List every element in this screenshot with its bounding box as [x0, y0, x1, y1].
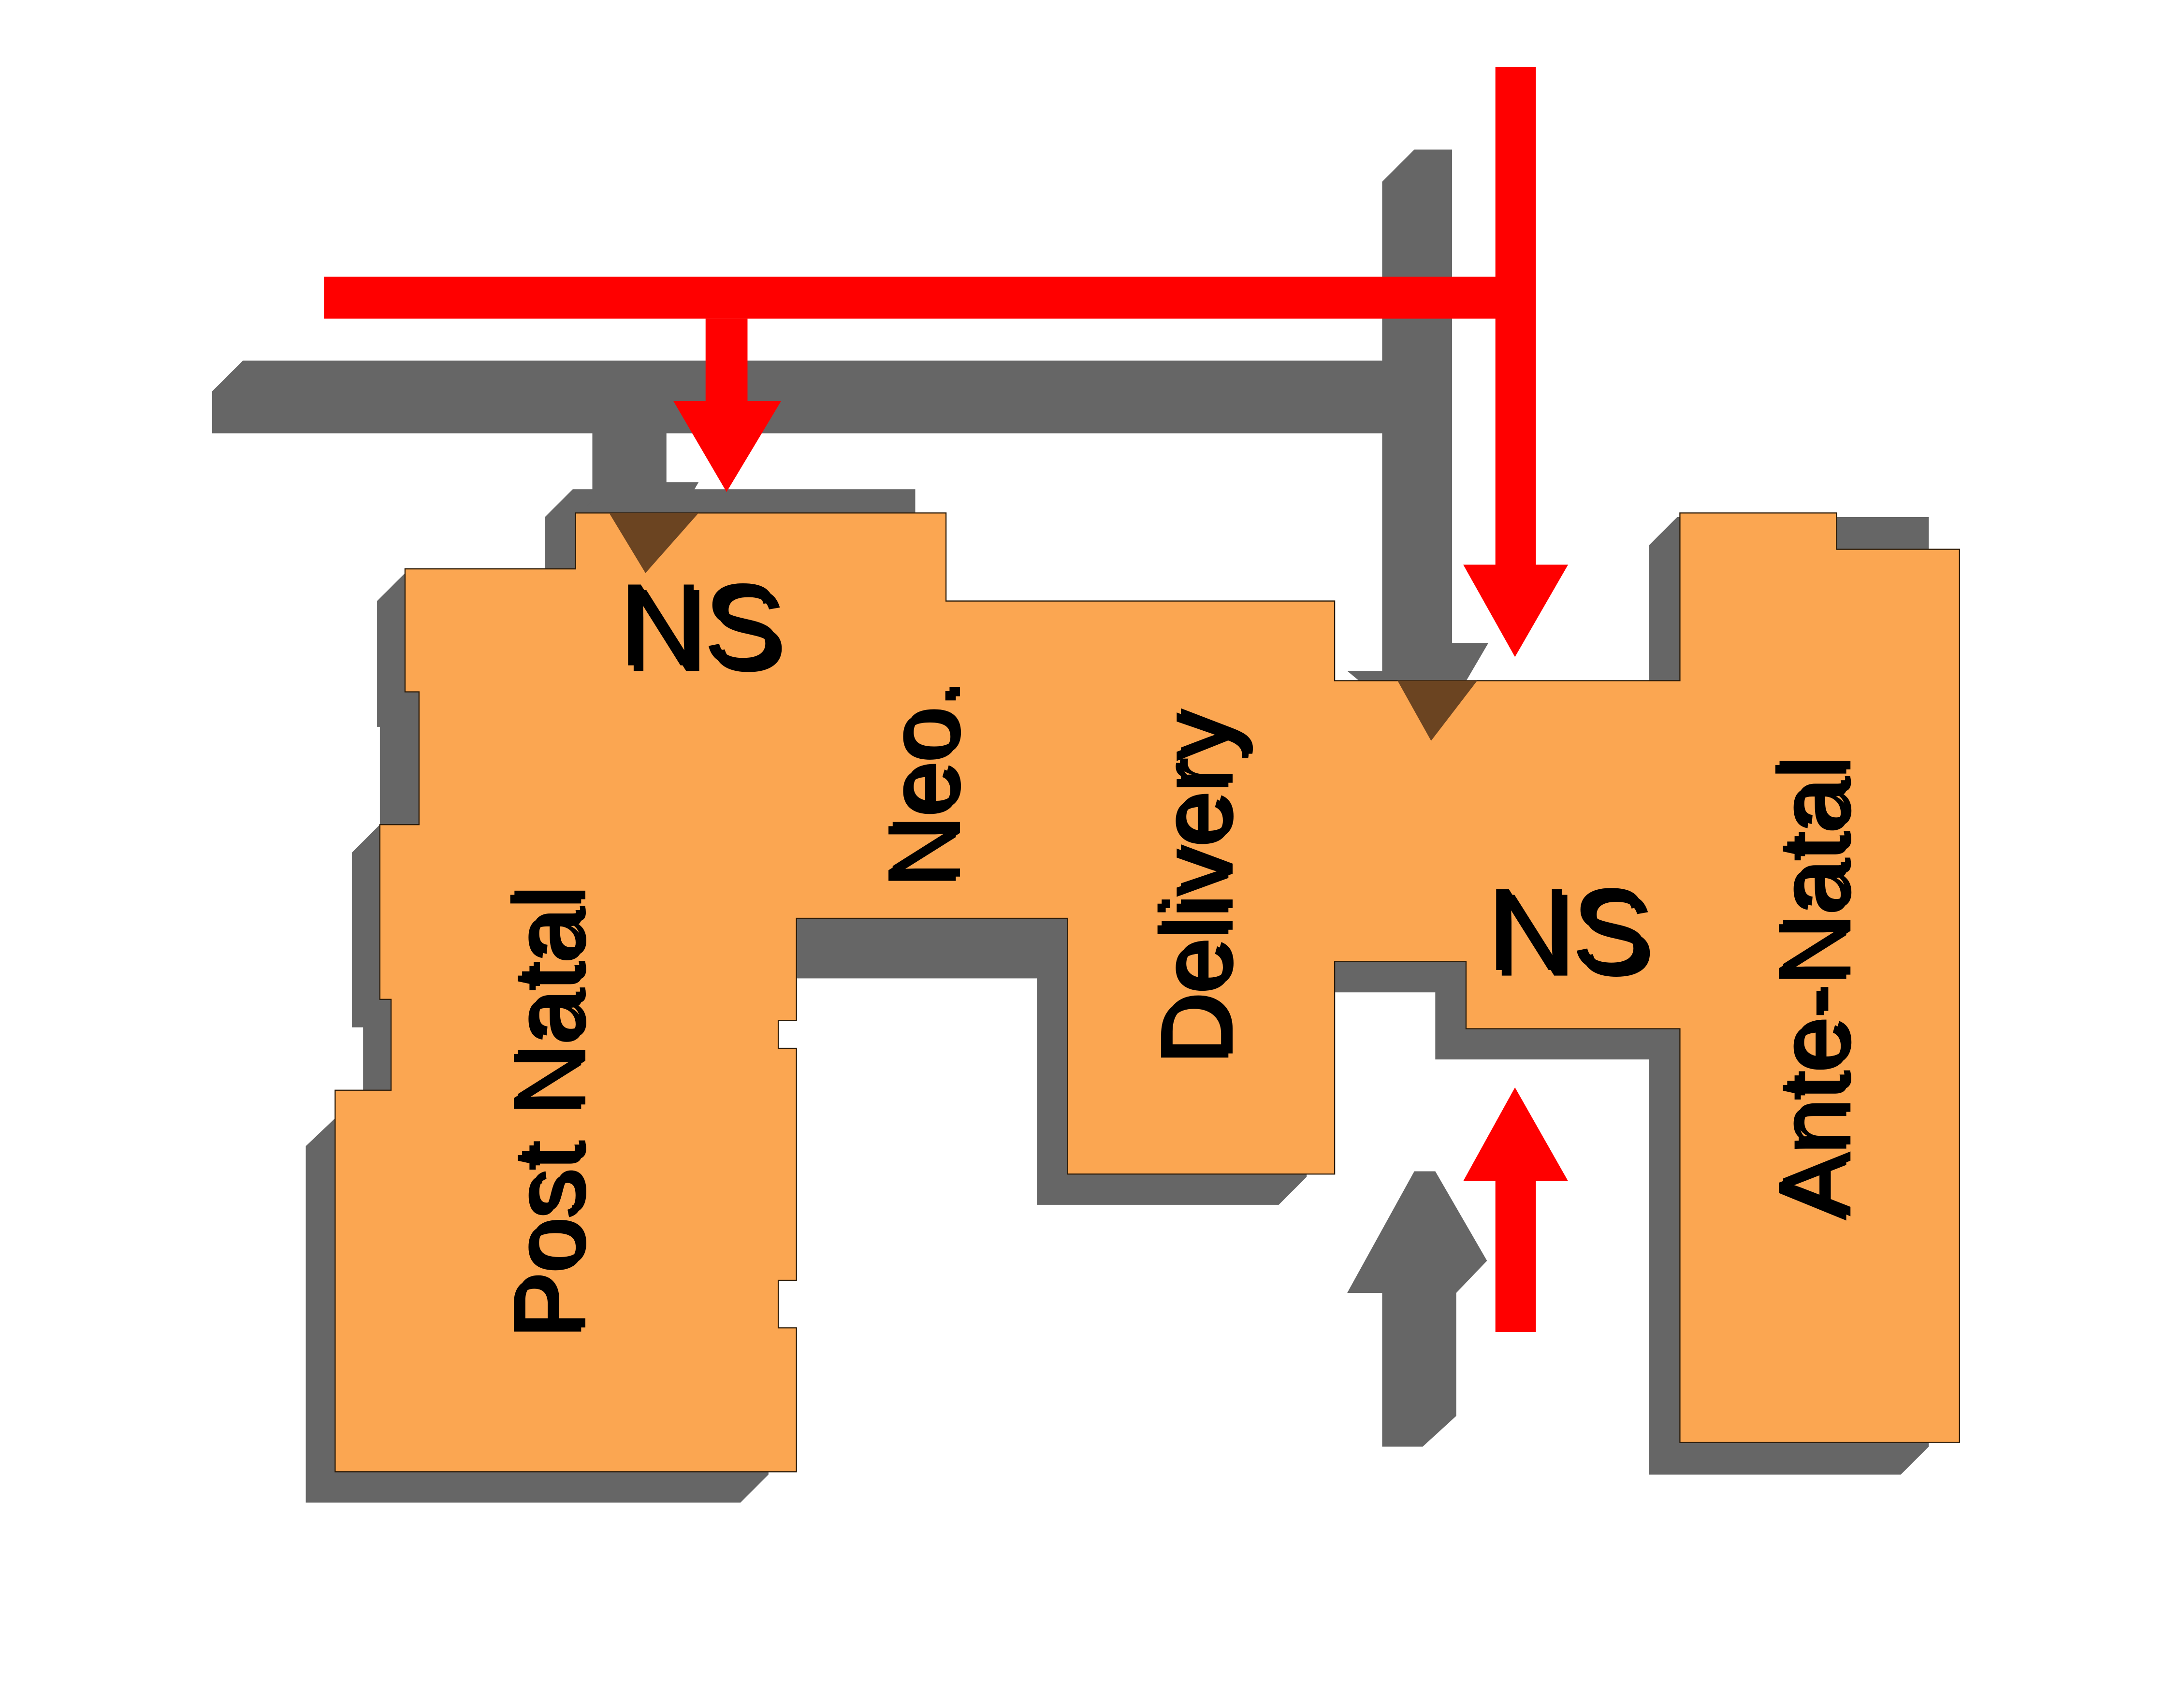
red-arrow-vertical-right [1463, 67, 1569, 657]
delivery-label-shadow: Delivery [1144, 708, 1253, 1061]
overlap-wedge-right [1397, 680, 1478, 741]
neo-label-shadow: Neo. [872, 678, 981, 885]
ns-label-bottom: NS NS [1486, 864, 1655, 1001]
delivery-label-text: Delivery [1140, 712, 1249, 1066]
ns-label-bottom-shadow: NS [1492, 870, 1655, 1001]
neo-label: Neo. Neo. [867, 678, 981, 889]
floor-plan[interactable] [334, 512, 1960, 1473]
red-arrow-horizontal [324, 276, 1536, 319]
ns-label-bottom-text: NS [1486, 864, 1649, 995]
delivery-label: Delivery Delivery [1140, 708, 1253, 1066]
neo-label-text: Neo. [867, 682, 976, 889]
post-natal-label: Post Natal Post Natal [493, 884, 606, 1340]
ns-label-top-shadow: NS [624, 565, 787, 696]
ante-natal-label-text: Ante-Natal [1758, 758, 1867, 1220]
post-natal-label-shadow: Post Natal [497, 884, 606, 1335]
ante-natal-label: Ante-Natal Ante-Natal [1758, 754, 1872, 1221]
overlap-wedge-left [609, 513, 699, 573]
ns-label-top-text: NS [618, 560, 781, 691]
red-arrow-up [1463, 1087, 1569, 1332]
post-natal-label-text: Post Natal [493, 888, 602, 1340]
corridor-vertical-right [1347, 149, 1489, 741]
ante-natal-label-shadow: Ante-Natal [1762, 754, 1871, 1216]
red-arrow-down-left [673, 318, 781, 492]
corridor-up-arrow [1347, 1171, 1487, 1447]
ns-label-top: NS NS [618, 560, 787, 696]
corridor-horizontal [212, 361, 1436, 434]
